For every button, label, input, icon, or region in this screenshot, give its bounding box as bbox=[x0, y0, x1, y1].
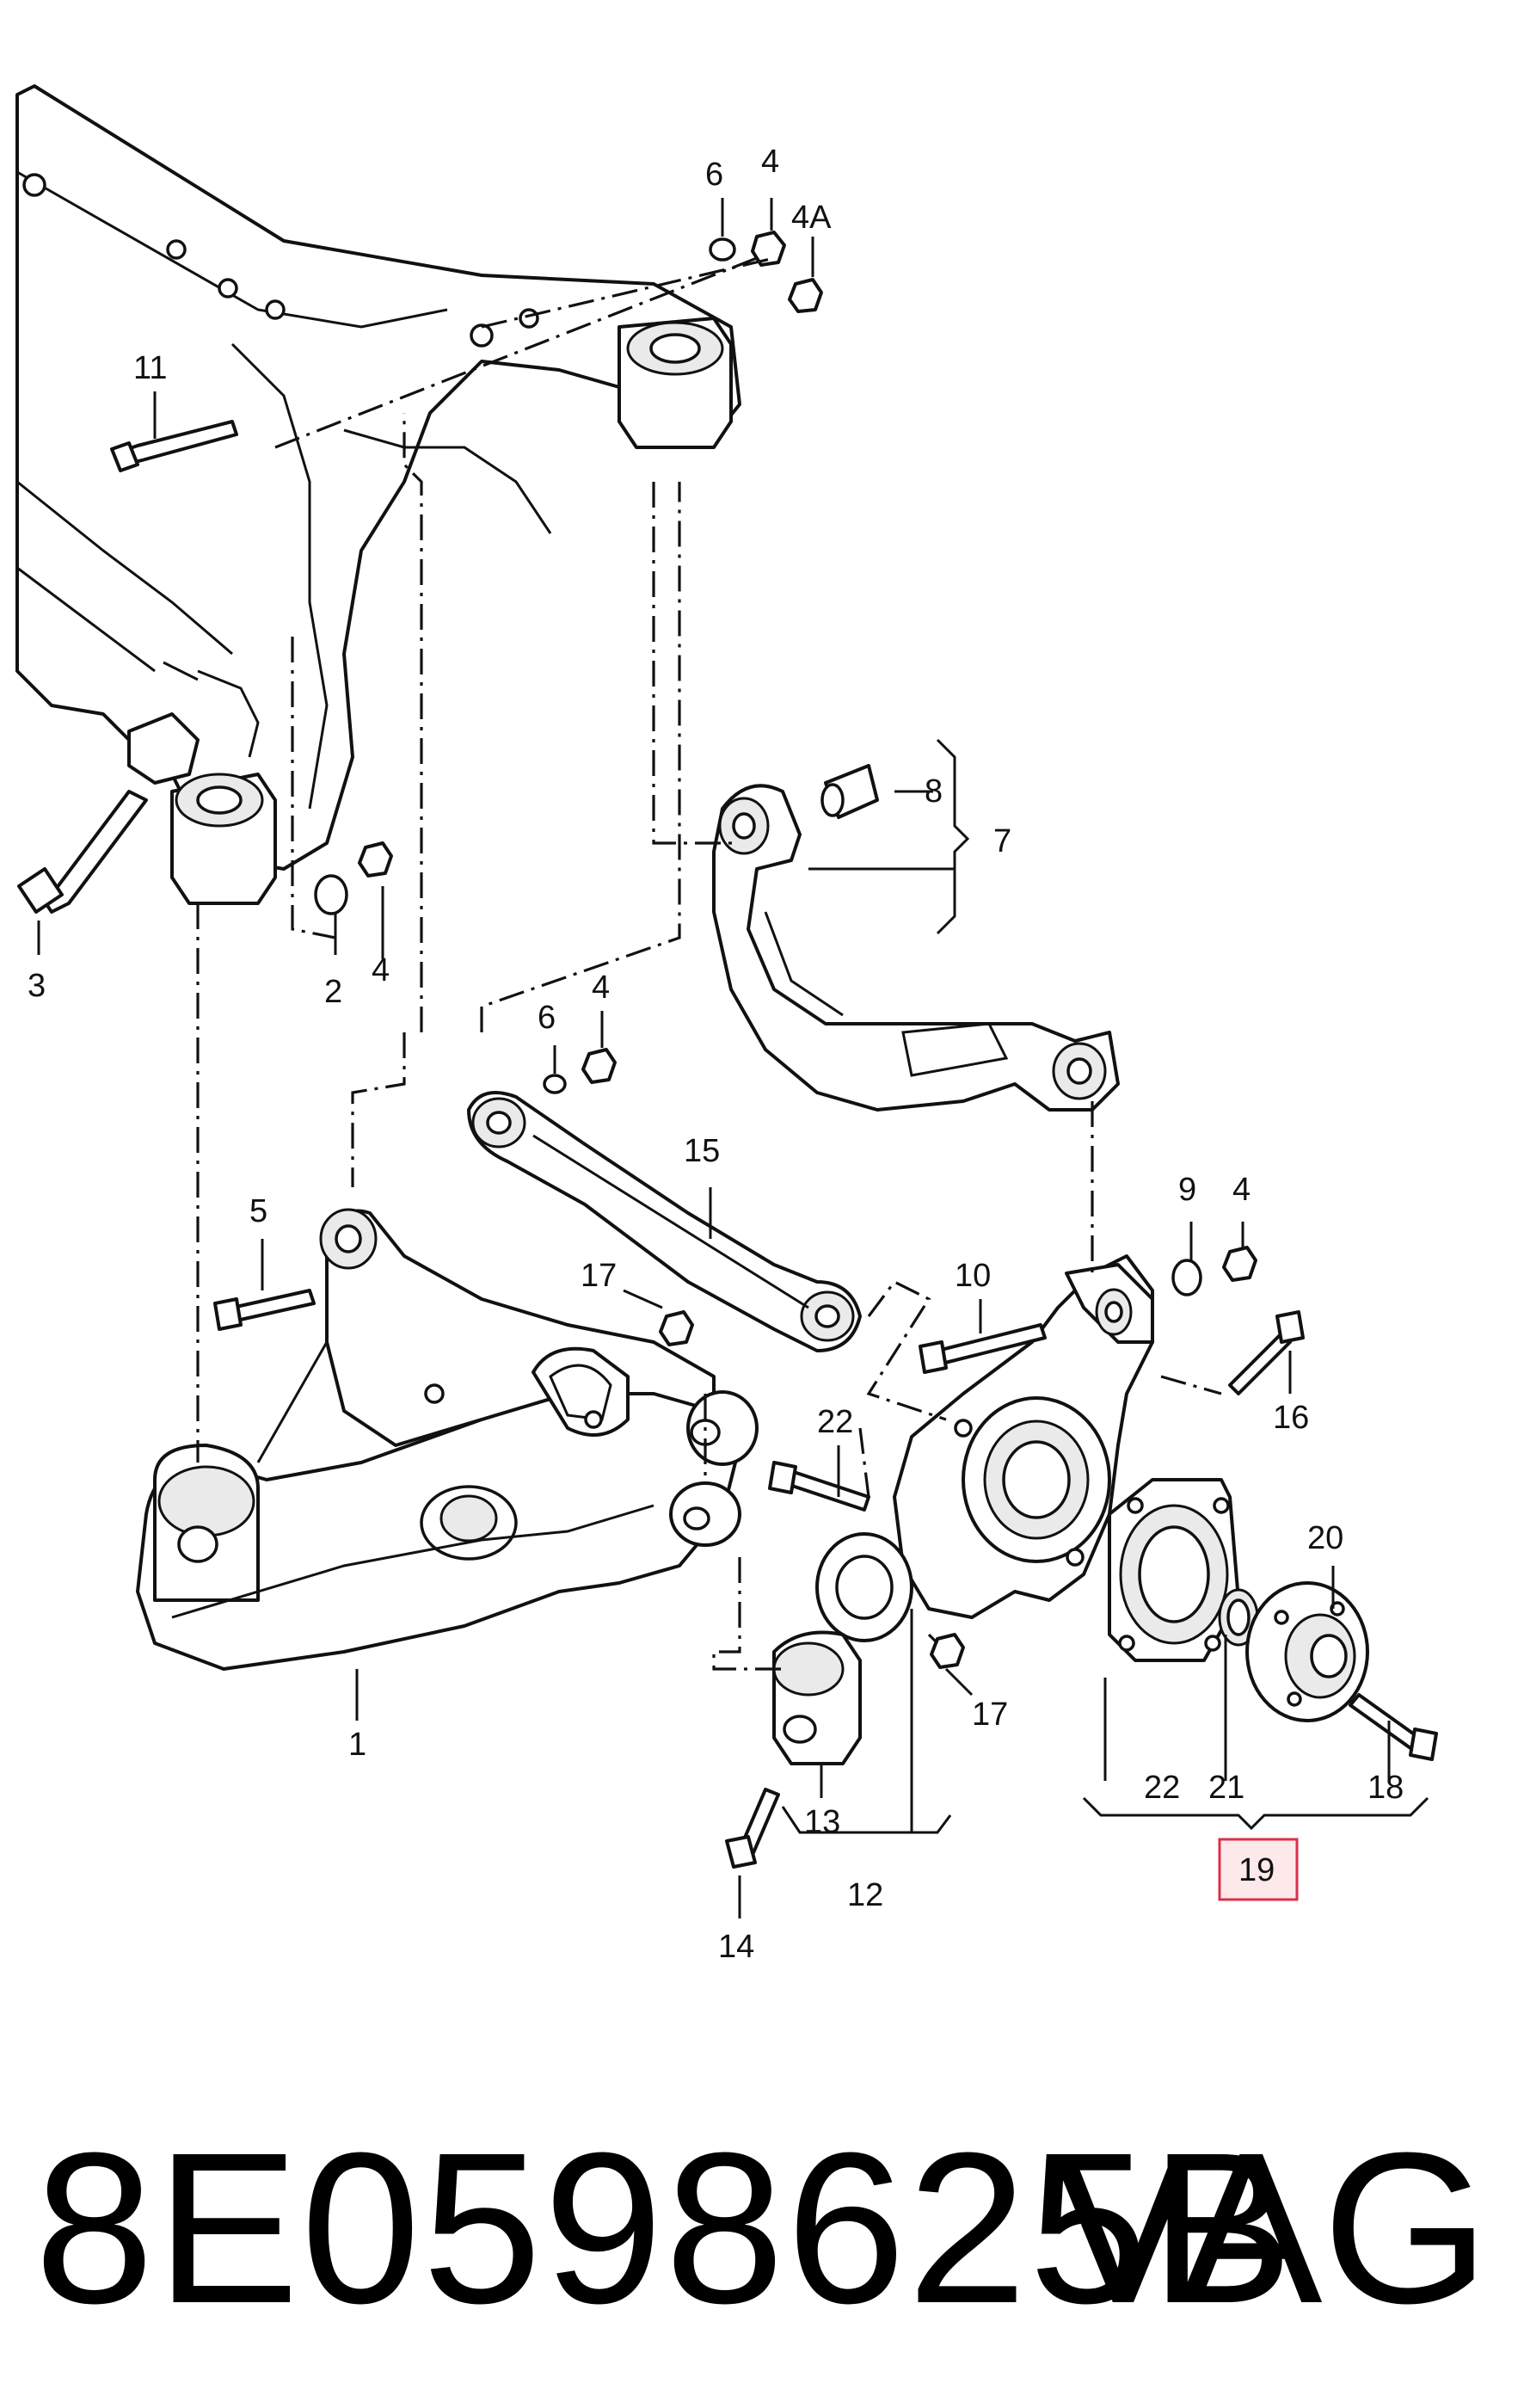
callout-10: 10 bbox=[955, 1258, 991, 1294]
lower-control-arm bbox=[136, 1208, 759, 1671]
part-number: 8E0598625B bbox=[34, 2108, 1295, 2348]
callout-15: 15 bbox=[684, 1133, 720, 1169]
callout-17-left: 17 bbox=[581, 1258, 617, 1294]
callout-19: 19 bbox=[1238, 1852, 1275, 1888]
callout-4-top: 4 bbox=[761, 144, 779, 180]
callout-1: 1 bbox=[348, 1727, 366, 1763]
footer: 8E0598625B VAG bbox=[0, 2099, 1524, 2357]
callout-22-top: 22 bbox=[817, 1404, 853, 1440]
callout-22-bottom: 22 bbox=[1144, 1770, 1180, 1806]
washer-6-top bbox=[709, 237, 736, 262]
wheel-bearing-housing bbox=[815, 1254, 1154, 1642]
wheel-bearing-assembly bbox=[1108, 1478, 1369, 1722]
callout-8: 8 bbox=[925, 773, 943, 810]
callout-16: 16 bbox=[1273, 1400, 1309, 1436]
callout-11: 11 bbox=[133, 350, 167, 386]
leader-lines bbox=[37, 198, 1429, 1918]
highlighted-part-box bbox=[1218, 1838, 1299, 1901]
callout-9: 9 bbox=[1178, 1172, 1196, 1208]
nut-4-mid bbox=[581, 1048, 617, 1084]
assembly-lines bbox=[196, 256, 1222, 1671]
callout-6-top: 6 bbox=[705, 157, 723, 193]
nut-4-top bbox=[751, 231, 786, 267]
upper-control-arm bbox=[712, 764, 1120, 1112]
washer-6-mid bbox=[543, 1074, 567, 1094]
nut-4-left bbox=[358, 841, 393, 878]
nut-17-left bbox=[659, 1310, 694, 1346]
callout-6-mid: 6 bbox=[538, 1000, 556, 1036]
callout-21: 21 bbox=[1208, 1770, 1244, 1806]
bolts bbox=[17, 420, 1438, 1869]
callout-5: 5 bbox=[249, 1193, 267, 1229]
callout-4a: 4A bbox=[791, 200, 832, 236]
callout-18: 18 bbox=[1367, 1770, 1404, 1806]
callout-2: 2 bbox=[324, 974, 342, 1010]
callout-17-right: 17 bbox=[972, 1697, 1008, 1733]
nuts-and-washers bbox=[314, 231, 1257, 1669]
callout-3: 3 bbox=[28, 968, 46, 1004]
callout-4-mid: 4 bbox=[592, 970, 610, 1006]
subframe bbox=[15, 84, 741, 905]
callout-12: 12 bbox=[847, 1877, 883, 1913]
callout-20: 20 bbox=[1307, 1520, 1343, 1556]
callout-7: 7 bbox=[993, 823, 1011, 859]
nut-4-right bbox=[1222, 1246, 1257, 1282]
washer-2 bbox=[314, 874, 348, 915]
callout-4-right: 4 bbox=[1232, 1172, 1251, 1208]
brand-label: VAG bbox=[1051, 2108, 1490, 2348]
nut-4a bbox=[788, 278, 823, 313]
callout-4-left: 4 bbox=[372, 952, 390, 988]
bushing bbox=[772, 1630, 862, 1765]
nut-17-right bbox=[930, 1633, 965, 1669]
callout-13: 13 bbox=[804, 1804, 840, 1840]
washer-9 bbox=[1171, 1259, 1202, 1296]
exploded-suspension-diagram: 6 4 4A 11 8 7 3 2 4 6 4 15 5 17 10 9 4 1… bbox=[15, 84, 1438, 1965]
callout-labels: 6 4 4A 11 8 7 3 2 4 6 4 15 5 17 10 9 4 1… bbox=[28, 144, 1404, 1965]
callout-14: 14 bbox=[718, 1929, 754, 1965]
track-rod bbox=[467, 1091, 862, 1352]
